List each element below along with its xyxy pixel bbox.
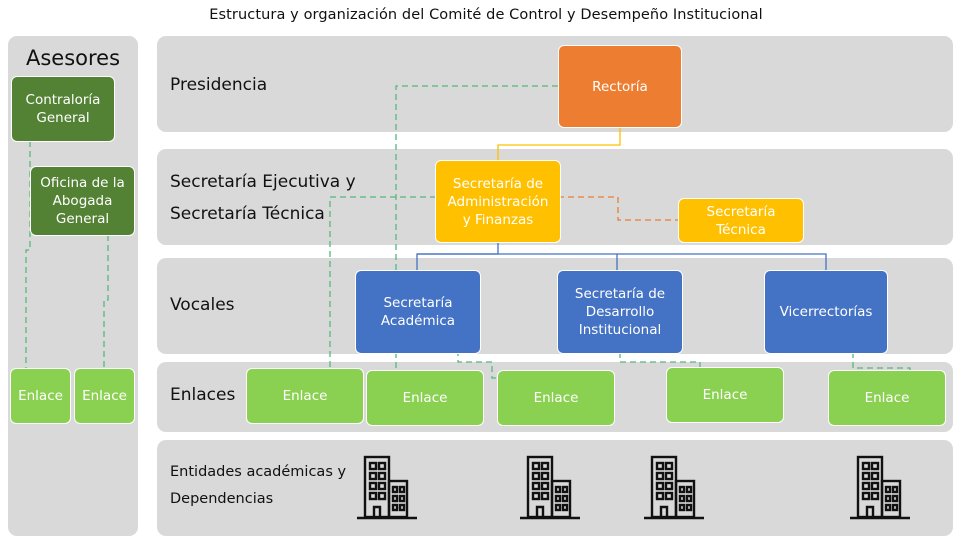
secretaria-academica-box: Secretaría Académica bbox=[355, 270, 481, 354]
row-label-secretaria-2: Secretaría Técnica bbox=[170, 204, 325, 224]
advisors-title: Asesores bbox=[25, 46, 121, 70]
row-label-entidades-1: Entidades académicas y bbox=[170, 464, 347, 480]
secretaria-administracion-box: Secretaría de Administración y Finanzas bbox=[435, 160, 561, 243]
secretaria-desarrollo-box: Secretaría de Desarrollo Institucional bbox=[557, 270, 683, 354]
row-label-presidencia: Presidencia bbox=[170, 75, 268, 95]
enlace-box: Enlace bbox=[366, 370, 484, 426]
sidebar-enlace-2: Enlace bbox=[74, 368, 135, 424]
row-label-enlaces: Enlaces bbox=[170, 385, 236, 405]
row-label-entidades-2: Dependencias bbox=[170, 491, 274, 507]
sidebar-enlace-1: Enlace bbox=[10, 368, 71, 424]
building-icon bbox=[850, 455, 910, 520]
oficina-abogada-box: Oficina de la Abogada General bbox=[30, 166, 135, 236]
building-icon bbox=[520, 455, 580, 520]
vicerrectorias-box: Vicerrectorías bbox=[764, 270, 888, 354]
secretaria-tecnica-box: Secretaría Técnica bbox=[678, 198, 804, 243]
enlace-box: Enlace bbox=[828, 370, 946, 426]
enlace-box: Enlace bbox=[666, 367, 784, 423]
band-presidencia bbox=[157, 36, 953, 132]
rectoria-box: Rectoría bbox=[558, 45, 682, 128]
enlace-box: Enlace bbox=[246, 368, 364, 424]
contraloria-general-box: Contraloría General bbox=[11, 76, 115, 142]
row-label-secretaria-1: Secretaría Ejecutiva y bbox=[170, 172, 356, 192]
row-label-vocales: Vocales bbox=[170, 295, 235, 315]
building-icon bbox=[644, 455, 704, 520]
diagram-title: Estructura y organización del Comité de … bbox=[209, 7, 763, 23]
building-icon bbox=[357, 455, 417, 520]
enlace-box: Enlace bbox=[497, 370, 615, 426]
